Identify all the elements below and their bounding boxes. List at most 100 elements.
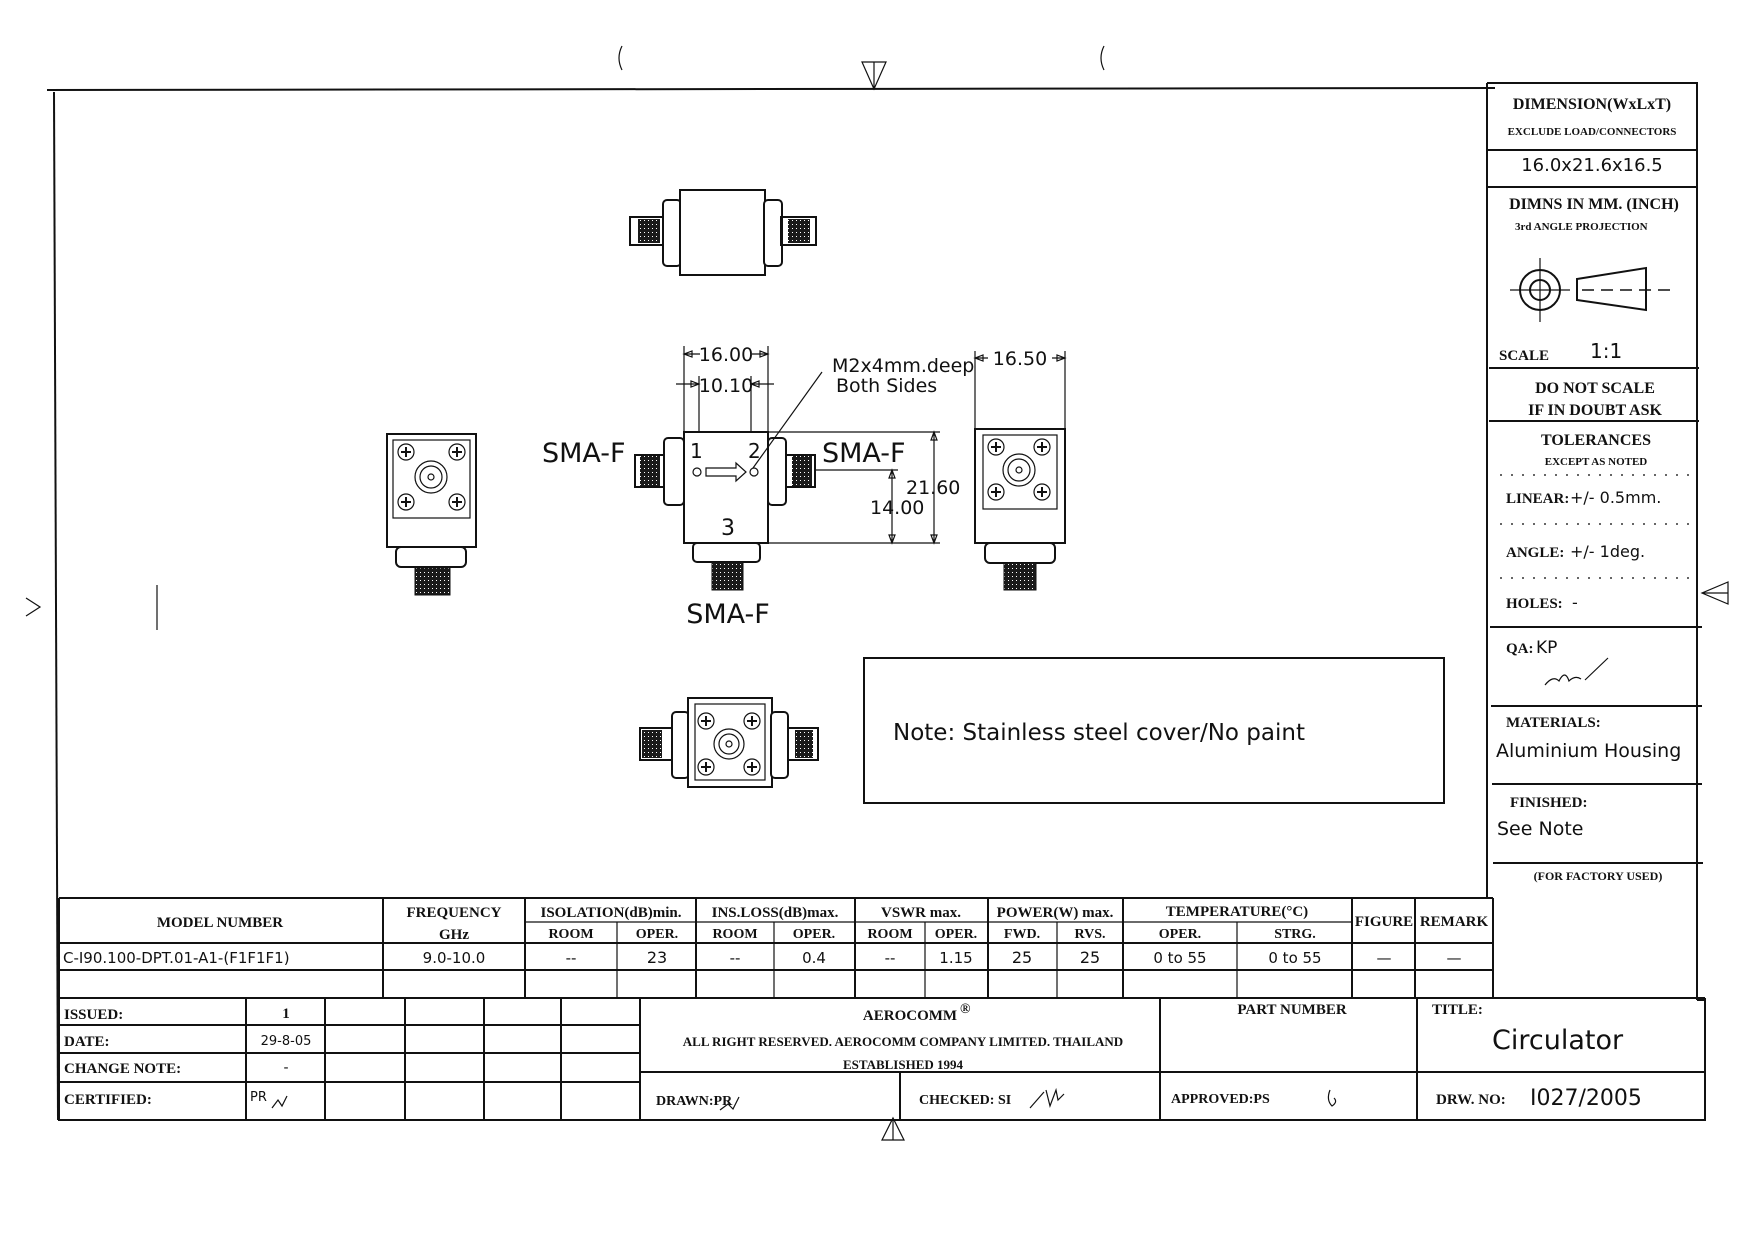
company-name: AEROCOMM	[863, 1008, 957, 1024]
dim-thickness: 16.50	[993, 348, 1047, 370]
registered-mark: ®	[960, 1002, 971, 1017]
port1-hole	[692, 467, 702, 477]
sma-label-left: SMA-F	[542, 438, 626, 469]
finished-label: FINISHED:	[1510, 795, 1588, 811]
note-text: Note: Stainless steel cover/No paint	[893, 720, 1305, 746]
note-box	[863, 657, 1445, 804]
sma-label-bottom: SMA-F	[686, 599, 770, 630]
units-label: DIMNS IN MM. (INCH)	[1509, 196, 1679, 213]
cell-model-number: C-I90.100-DPT.01-A1-(F1F1F1)	[63, 949, 290, 967]
drawing-number-label: DRW. NO:	[1436, 1092, 1506, 1108]
circulation-arrow-icon	[705, 461, 747, 483]
do-not-scale-line1: DO NOT SCALE	[1535, 380, 1655, 397]
checked-signature	[1029, 1087, 1065, 1109]
right-side-view	[974, 428, 1066, 591]
header-power: POWER(W) max.	[997, 905, 1114, 921]
registration-marks	[618, 45, 1105, 71]
cell-remark: —	[1447, 949, 1462, 967]
sheet-frame	[25, 45, 1729, 1141]
cell-isolation-room: --	[566, 949, 577, 967]
header-vswr-oper: OPER.	[935, 927, 977, 942]
dim-length: 21.60	[906, 477, 960, 499]
issued-label: ISSUED:	[64, 1007, 123, 1023]
header-ins-loss-oper: OPER.	[793, 927, 835, 942]
header-isolation-oper: OPER.	[636, 927, 678, 942]
header-frequency-unit: GHz	[439, 927, 469, 943]
thread-note-line2: Both Sides	[836, 375, 937, 397]
port2-label: 2	[748, 439, 761, 463]
qa-signature	[1544, 657, 1609, 686]
factory-used-label: (FOR FACTORY USED)	[1534, 869, 1663, 883]
center-mark-right-icon	[1700, 581, 1729, 605]
angle-tolerance-label: ANGLE:	[1506, 545, 1564, 561]
checked-by: CHECKED: SI	[919, 1093, 1011, 1108]
drawing-number-value: I027/2005	[1530, 1086, 1642, 1111]
dim-width: 16.00	[699, 344, 753, 366]
info-panel: DIMENSION(WxLxT) EXCLUDE LOAD/CONNECTORS…	[1486, 82, 1705, 1001]
dimension-lines	[676, 346, 1067, 545]
header-figure: FIGURE	[1355, 914, 1413, 930]
header-ins-loss-room: ROOM	[712, 927, 757, 942]
header-temp-oper: OPER.	[1159, 927, 1201, 942]
header-isolation: ISOLATION(dB)min.	[540, 905, 681, 921]
cell-figure: —	[1377, 949, 1392, 967]
rights-text: ALL RIGHT RESERVED. AEROCOMM COMPANY LIM…	[683, 1034, 1123, 1049]
cell-ins-loss-oper: 0.4	[802, 949, 826, 967]
bottom-view	[639, 697, 819, 788]
tolerances-subtitle: EXCEPT AS NOTED	[1545, 456, 1648, 468]
cell-ins-loss-room: --	[730, 949, 741, 967]
change-note-label: CHANGE NOTE:	[64, 1061, 181, 1077]
header-ins-loss: INS.LOSS(dB)max.	[712, 905, 839, 921]
header-power-rvs: RVS.	[1074, 927, 1105, 942]
port1-label: 1	[690, 439, 703, 463]
certified-value: PR	[250, 1090, 267, 1105]
qa-value: KP	[1536, 638, 1557, 658]
front-view: 1 2 3 SMA-F SMA-F SMA-F 16.00 10.10 M2x4…	[542, 344, 1067, 630]
left-side-view	[386, 433, 477, 596]
top-view	[629, 189, 817, 276]
dimension-subtitle: EXCLUDE LOAD/CONNECTORS	[1508, 126, 1677, 138]
header-temp-strg: STRG.	[1274, 927, 1316, 942]
qa-label: QA:	[1506, 641, 1534, 657]
cell-temp-strg: 0 to 55	[1268, 949, 1321, 967]
cell-power-rvs: 25	[1080, 948, 1100, 967]
scale-label: SCALE	[1499, 348, 1549, 364]
drawn-by: DRAWN:PR	[656, 1094, 733, 1109]
projection-label: 3rd ANGLE PROJECTION	[1515, 221, 1648, 233]
port3-label: 3	[721, 516, 735, 541]
cell-isolation-oper: 23	[647, 948, 667, 967]
certified-label: CERTIFIED:	[64, 1092, 152, 1108]
header-vswr: VSWR max.	[881, 905, 961, 921]
sma-label-right: SMA-F	[822, 438, 906, 469]
finished-value: See Note	[1497, 818, 1583, 840]
date-value: 29-8-05	[261, 1034, 312, 1049]
header-model-number: MODEL NUMBER	[157, 915, 283, 931]
dim-port-height: 14.00	[870, 497, 924, 519]
header-power-fwd: FWD.	[1004, 927, 1040, 942]
center-mark-bottom-icon	[881, 1116, 905, 1141]
linear-tolerance-value: +/- 0.5mm.	[1570, 488, 1661, 507]
title-label: TITLE:	[1432, 1002, 1483, 1018]
spec-table: MODEL NUMBER FREQUENCY GHz ISOLATION(dB)…	[58, 897, 1705, 1000]
dimension-value: 16.0x21.6x16.5	[1521, 155, 1663, 176]
thread-note-line1: M2x4mm.deep	[832, 355, 974, 377]
linear-tolerance-label: LINEAR:	[1506, 491, 1569, 507]
cell-vswr-oper: 1.15	[939, 949, 972, 967]
holes-tolerance-label: HOLES:	[1506, 596, 1563, 612]
dimension-title: DIMENSION(WxLxT)	[1513, 96, 1671, 113]
date-label: DATE:	[64, 1034, 110, 1050]
third-angle-projection-icon	[1510, 258, 1670, 322]
certified-signature	[271, 1095, 288, 1109]
cell-vswr-room: --	[885, 949, 896, 967]
cell-temp-oper: 0 to 55	[1153, 949, 1206, 967]
tolerances-title: TOLERANCES	[1541, 432, 1651, 449]
table-row: C-I90.100-DPT.01-A1-(F1F1F1) 9.0-10.0 --…	[63, 948, 1462, 967]
drawing-title: Circulator	[1492, 1025, 1624, 1056]
title-block: ISSUED: 1 DATE: 29-8-05 CHANGE NOTE: - C…	[58, 998, 1706, 1121]
port2-hole	[749, 467, 759, 477]
header-temperature: TEMPERATURE(°C)	[1166, 904, 1308, 920]
materials-value: Aluminium Housing	[1496, 740, 1681, 762]
header-frequency: FREQUENCY	[406, 905, 501, 921]
holes-tolerance-value: -	[1572, 593, 1578, 612]
